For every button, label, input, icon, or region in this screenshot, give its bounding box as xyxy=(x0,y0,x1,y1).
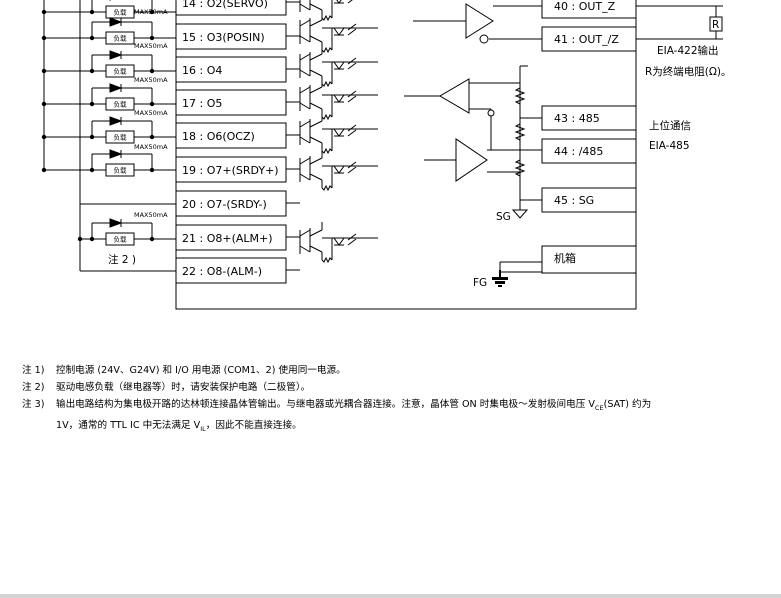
max-current-label: MAX50mA xyxy=(134,8,168,16)
terminal-label: 17 : O5 xyxy=(182,97,222,110)
darlington-output-icon xyxy=(299,222,378,264)
right-terminal-label: 40 : OUT_Z xyxy=(554,0,616,13)
note-1: 注 1) 控制电源 (24V、G24V) 和 I/O 用电源 (COM1、2) … xyxy=(22,362,762,379)
terminal-21: 21 : O8+(ALM+) xyxy=(175,224,300,251)
note-3-line1: 输出电路结构为集电极开路的达林顿连接晶体管输出。与继电器或光耦合器连接。注意，晶… xyxy=(56,399,652,412)
terminal-14: 14 : O2(SERVO) xyxy=(175,0,300,16)
right-terminals: 40 : OUT_Z 41 : OUT_/Z 43 : 485 44 : /485 45… xyxy=(541,0,637,274)
darlington-output-icon xyxy=(299,113,378,155)
right-terminal-4: 44 : /485 xyxy=(541,138,637,164)
sg-label: SG xyxy=(496,211,511,223)
protection-diode-icon xyxy=(109,116,123,126)
load-label: 负载 xyxy=(114,166,128,175)
right-terminal-label: 41 : OUT_/Z xyxy=(554,33,619,46)
eia485-subtitle: EIA-485 xyxy=(649,140,690,152)
output-transistors xyxy=(299,0,378,264)
note-3-line2: 1V，通常的 TTL IC 中无法满足 VIL，因此不能直接连接。 xyxy=(56,419,302,433)
darlington-output-icon xyxy=(299,150,378,192)
terminal-label: 15 : O3(POSIN) xyxy=(182,31,265,44)
note-1-text: 控制电源 (24V、G24V) 和 I/O 用电源 (COM1、2) 使用同一电… xyxy=(56,365,346,376)
terminal-label: 18 : O6(OCZ) xyxy=(182,130,255,143)
output-channel-5: 负载 xyxy=(41,116,176,144)
protection-diode-icon xyxy=(109,83,123,93)
max-current-label: MAX50mA xyxy=(134,76,168,84)
output-channel-1: 负载 xyxy=(41,0,176,19)
terminal-20: 20 : O7-(SRDY-) xyxy=(175,190,300,217)
terminal-label: 19 : O7+(SRDY+) xyxy=(182,164,279,177)
output-channels: 负载负载负载负载负载负载负载MAX50mAMAX50mAMAX50mAMAX50… xyxy=(41,0,176,246)
terminal-19: 19 : O7+(SRDY+) xyxy=(175,156,300,183)
right-terminal-label: 43 : 485 xyxy=(554,112,600,125)
terminal-16: 16 : O4 xyxy=(175,56,300,83)
bottom-bar xyxy=(0,594,781,598)
right-terminal-label: 机箱 xyxy=(554,251,576,265)
terminal-17: 17 : O5 xyxy=(175,89,300,116)
right-terminal-1: 40 : OUT_Z xyxy=(541,0,637,19)
note-2: 注 2) 驱动电感负载（继电器等）时，请安装保护电路（二极管）。 xyxy=(22,379,762,396)
right-terminal-3: 43 : 485 xyxy=(541,105,637,131)
darlington-output-icon xyxy=(299,79,378,121)
output-channel-6: 负载 xyxy=(41,149,176,177)
protection-diode-icon xyxy=(109,17,123,27)
output-channel-7: 负载 xyxy=(77,218,176,246)
note-1-label: 注 1) xyxy=(22,365,45,376)
terminal-label: 22 : O8-(ALM-) xyxy=(182,265,262,278)
terminal-18: 18 : O6(OCZ) xyxy=(175,122,300,149)
rs485-driver xyxy=(455,138,488,182)
load-label: 负载 xyxy=(114,67,128,76)
output-channel-3: 负载 xyxy=(41,50,176,78)
load-label: 负载 xyxy=(114,133,128,142)
max-current-label: MAX50mA xyxy=(134,109,168,117)
eia422-termination-note: R为终端电阻(Ω)。 xyxy=(645,65,732,78)
darlington-output-icon xyxy=(299,0,353,22)
rs485-receiver xyxy=(439,78,470,114)
note-3: 注 3) 输出电路结构为集电极开路的达林顿连接晶体管输出。与继电器或光耦合器连接… xyxy=(22,396,762,417)
load-label: 负载 xyxy=(114,34,128,43)
max-current-label: MAX50mA xyxy=(134,211,168,219)
right-terminal-5: 45 : SG xyxy=(541,187,637,213)
output-channel-2: 负载 xyxy=(41,17,176,45)
max-current-label: MAX50mA xyxy=(134,143,168,151)
right-terminal-label: 44 : /485 xyxy=(554,145,603,158)
eia422-resistor-label: R xyxy=(712,19,719,31)
eia422-title: EIA-422输出 xyxy=(657,44,719,57)
output-channel-4: 负载 xyxy=(41,83,176,111)
fg-ground-icon xyxy=(492,270,508,287)
terminal-label: 16 : O4 xyxy=(182,64,222,77)
max-current-label: MAX50mA xyxy=(134,42,168,50)
right-terminal-label: 45 : SG xyxy=(554,194,594,207)
load-label: 负载 xyxy=(114,235,128,244)
eia485-title: 上位通信 xyxy=(649,119,691,132)
right-terminal-6: 机箱 xyxy=(541,245,637,274)
darlington-output-icon xyxy=(299,12,378,54)
load-label: 负载 xyxy=(114,100,128,109)
output-terminals: 14 : O2(SERVO) 15 : O3(POSIN) 16 : O4 17 : … xyxy=(175,0,300,284)
terminal-label: 14 : O2(SERVO) xyxy=(182,0,268,10)
terminal-label: 21 : O8+(ALM+) xyxy=(182,232,273,245)
load-label: 负载 xyxy=(114,8,128,17)
right-terminal-2: 41 : OUT_/Z xyxy=(541,26,637,52)
note-2-label: 注 2) xyxy=(22,382,45,393)
darlington-output-icon xyxy=(299,46,378,88)
protection-diode-icon xyxy=(109,149,123,159)
protection-diode-icon xyxy=(109,50,123,60)
termination-resistor xyxy=(709,16,723,32)
fg-label: FG xyxy=(473,277,487,289)
note-2-text: 驱动电感负载（继电器等）时，请安装保护电路（二极管）。 xyxy=(56,382,311,393)
note2-marker: 注 2 ) xyxy=(108,253,136,266)
terminal-label: 20 : O7-(SRDY-) xyxy=(182,198,267,211)
wiring-diagram: 负载负载负载负载负载负载负载MAX50mAMAX50mAMAX50mAMAX50… xyxy=(41,0,732,310)
terminal-15: 15 : O3(POSIN) xyxy=(175,23,300,50)
line-driver xyxy=(465,3,494,39)
protection-diode-icon xyxy=(109,218,123,228)
sg-ground-icon xyxy=(511,209,529,219)
footnotes: 注 1) 控制电源 (24V、G24V) 和 I/O 用电源 (COM1、2) … xyxy=(22,362,762,438)
note-3-label: 注 3) xyxy=(22,399,45,410)
terminal-22: 22 : O8-(ALM-) xyxy=(175,257,300,284)
